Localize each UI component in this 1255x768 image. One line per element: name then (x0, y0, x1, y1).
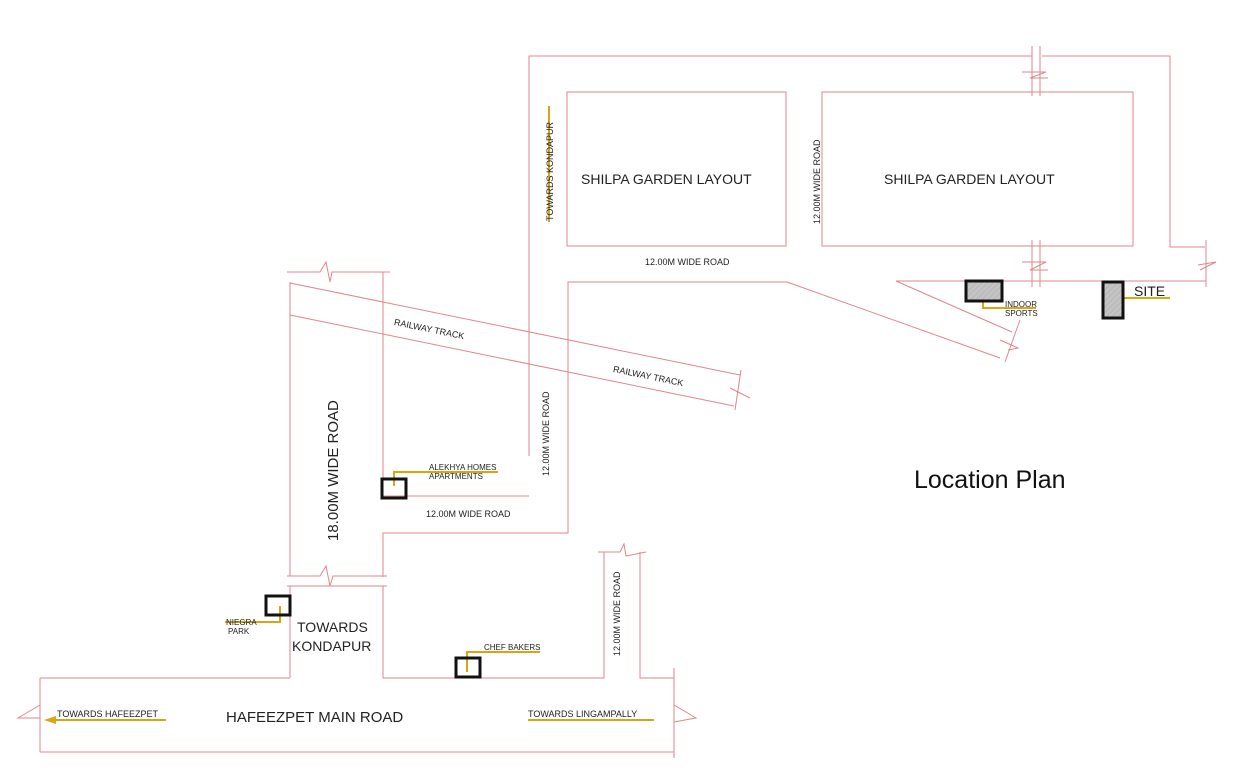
main-road-label: HAFEEZPET MAIN ROAD (226, 709, 404, 726)
road-top-right-edge (1042, 55, 1205, 248)
railway-line-2 (289, 314, 735, 407)
chef-bakers-label: CHEF BAKERS (484, 643, 541, 652)
road-label-18m: 18.00M WIDE ROAD (325, 400, 342, 541)
block-2-label: SHILPA GARDEN LAYOUT (884, 171, 1055, 187)
niegra-label-line2: PARK (228, 627, 250, 636)
block-1-label: SHILPA GARDEN LAYOUT (581, 171, 752, 187)
alekhya-marker (380, 477, 408, 500)
chef-bakers-leader (466, 651, 540, 672)
towards-kondapur-line1: TOWARDS (297, 619, 368, 635)
site-label: SITE (1134, 283, 1166, 299)
road-lines (16, 46, 1217, 758)
towards-kondapur-top-label: TOWARDS KONDAPUR (545, 121, 555, 221)
railway-line-1 (289, 282, 741, 376)
alekhya-label-line1: ALEKHYA HOMES (429, 463, 497, 472)
markers (264, 279, 1125, 679)
road-label-bottom-vertical: 12.00M WIDE ROAD (612, 571, 622, 656)
leader-lines (44, 106, 1170, 724)
site-marker (1101, 280, 1125, 320)
indoor-sports-marker (964, 279, 1004, 303)
towards-lingampally-label: TOWARDS LINGAMPALLY (528, 709, 638, 719)
road-label-middle-vertical: 12.00M WIDE ROAD (541, 391, 551, 476)
page-title: Location Plan (914, 466, 1066, 494)
alekhya-leader (393, 471, 498, 486)
towards-kondapur-line2: KONDAPUR (292, 638, 372, 654)
niegra-marker (264, 594, 292, 617)
road-label-lower-horizontal: 12.00M WIDE ROAD (426, 509, 511, 519)
road-top-left-edge (528, 55, 1032, 456)
block-1-outline (566, 91, 787, 247)
alekhya-label-line2: APARTMENTS (429, 472, 483, 481)
niegra-label-line1: NIEGRA (226, 618, 257, 627)
indoor-sports-label-line1: INDOOR (1005, 300, 1037, 309)
block-2-outline (821, 91, 1134, 247)
road-label-top-horizontal: 12.00M WIDE ROAD (645, 257, 730, 267)
towards-hafeezpet-label: TOWARDS HAFEEZPET (57, 709, 159, 719)
road-label-between-blocks: 12.00M WIDE ROAD (812, 139, 822, 224)
niegra-leader (225, 606, 281, 623)
indoor-sports-label-line2: SPORTS (1005, 309, 1038, 318)
chef-bakers-marker (454, 656, 482, 679)
